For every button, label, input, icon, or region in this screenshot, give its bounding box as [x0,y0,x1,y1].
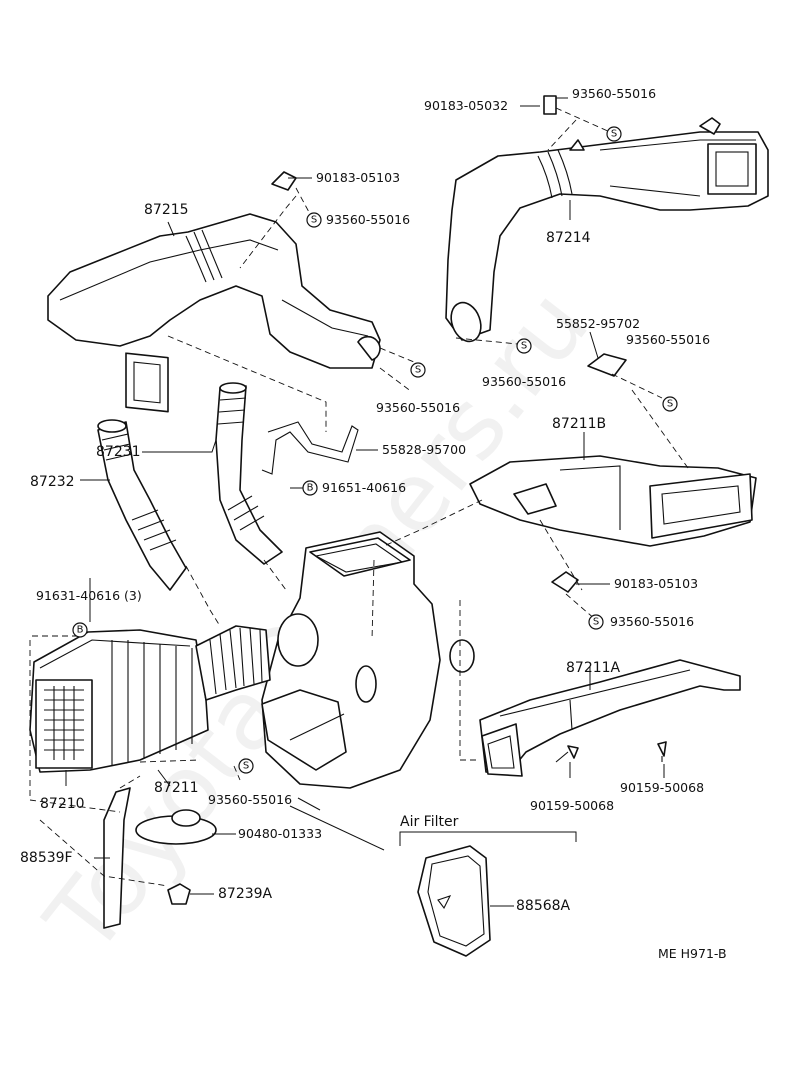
part-label-93560-55016-c: 93560-55016 [626,332,710,347]
svg-text:S: S [311,215,317,226]
part-label-93560-55016-f: 93560-55016 [610,614,694,629]
part-label-91631-40616: 91631-40616 (3) [36,588,142,603]
screw-symbol: S [410,362,426,378]
hose-87231-drawing [215,382,283,565]
air-filter-section-label: Air Filter [400,814,459,830]
part-label-87232: 87232 [30,474,75,490]
part-label-90183-05032: 90183-05032 [424,98,508,113]
duct-87211b-drawing [469,455,757,547]
screw-symbol: S [306,212,322,228]
part-label-90159-50068-a: 90159-50068 [530,798,614,813]
part-label-93560-55016-g: 93560-55016 [208,792,292,807]
svg-text:B: B [77,625,84,636]
svg-text:S: S [243,761,249,772]
part-label-87210: 87210 [40,796,85,812]
part-label-93560-55016-e: 93560-55016 [376,400,460,415]
part-label-91651-40616: 91651-40616 [322,480,406,495]
svg-text:B: B [307,483,314,494]
part-label-87211: 87211 [154,780,199,796]
svg-text:S: S [593,617,599,628]
air-filter-section [399,831,577,957]
leader-lines [29,97,689,907]
svg-text:S: S [521,341,527,352]
bolt-symbol: B [72,622,88,638]
part-label-87214: 87214 [546,230,591,246]
screw-symbol: S [516,338,532,354]
bracket-55828-drawing [261,421,359,475]
duct-87215-drawing [47,213,381,413]
part-label-88568a: 88568A [516,898,571,914]
part-label-90159-50068-b: 90159-50068 [620,780,704,795]
small-parts-drawing [103,95,667,929]
screw-symbol: S [588,614,604,630]
part-label-93560-55016-d: 93560-55016 [482,374,566,389]
screw-symbol: S [238,758,254,774]
part-label-87231: 87231 [96,444,141,460]
part-label-87211b: 87211B [552,416,606,432]
svg-text:S: S [667,399,673,410]
duct-87211a-drawing [479,659,741,777]
hose-87232-drawing [97,419,187,591]
svg-text:S: S [415,365,421,376]
part-label-87239a: 87239A [218,886,273,902]
figure-code: ME H971-B [658,946,727,961]
screw-symbol: S [662,396,678,412]
duct-87214-drawing [445,117,769,343]
screw-symbol: S [606,126,622,142]
filter-case-87210-drawing [29,625,271,773]
svg-text:S: S [611,129,617,140]
part-label-93560-55016-a: 93560-55016 [326,212,410,227]
part-label-87215: 87215 [144,202,189,218]
part-label-90480-01333: 90480-01333 [238,826,322,841]
part-label-87211a: 87211A [566,660,621,676]
part-label-90183-05103-mid: 90183-05103 [614,576,698,591]
part-label-55828-95700: 55828-95700 [382,442,466,457]
part-label-55852-95702: 55852-95702 [556,316,640,331]
part-label-90183-05103-top: 90183-05103 [316,170,400,185]
air-cleaner-body-drawing [261,531,475,789]
part-label-88539f: 88539F [20,850,73,866]
part-label-93560-55016-b: 93560-55016 [572,86,656,101]
bolt-symbol: B [302,480,318,496]
